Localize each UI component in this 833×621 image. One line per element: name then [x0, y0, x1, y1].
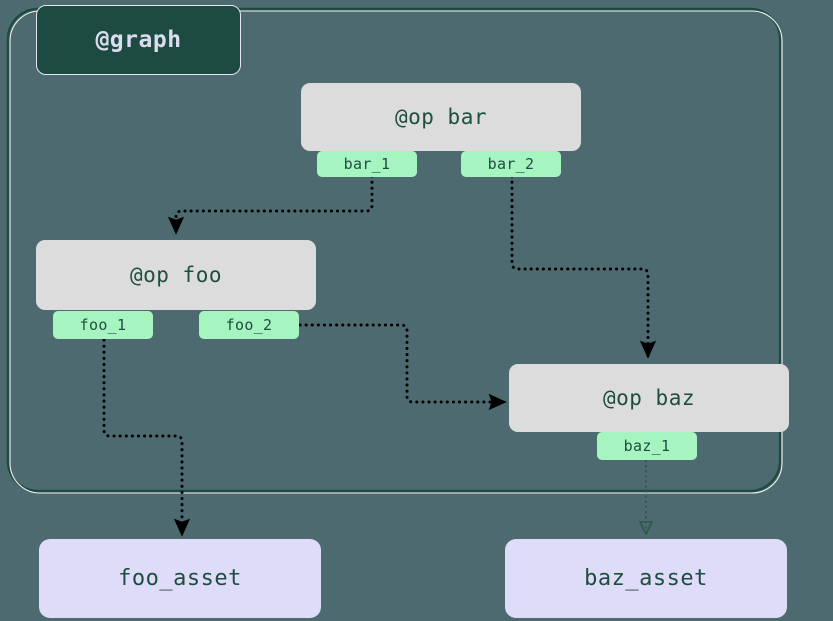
op-node-foo[interactable]: @op foo [36, 240, 316, 310]
port-foo-1-label: foo_1 [79, 316, 127, 334]
port-baz-1[interactable]: baz_1 [597, 432, 697, 460]
port-baz-1-label: baz_1 [623, 437, 671, 455]
port-foo-2-label: foo_2 [225, 316, 273, 334]
op-node-bar[interactable]: @op bar [301, 83, 581, 151]
port-bar-1-label: bar_1 [343, 155, 391, 173]
edge-foo1-to-foo-asset [102, 338, 191, 537]
op-node-baz[interactable]: @op baz [509, 364, 789, 432]
port-bar-2-label: bar_2 [487, 155, 535, 173]
port-bar-1[interactable]: bar_1 [317, 151, 417, 177]
edge-foo2-to-baz [298, 323, 507, 411]
graph-label-text: @graph [95, 27, 182, 53]
port-bar-2[interactable]: bar_2 [461, 151, 561, 177]
op-node-bar-label: @op bar [394, 105, 487, 129]
asset-node-foo-asset[interactable]: foo_asset [39, 539, 321, 618]
edge-bar1-to-foo [167, 174, 374, 235]
asset-node-baz-asset[interactable]: baz_asset [505, 539, 787, 618]
op-node-baz-label: @op baz [602, 386, 695, 410]
asset-node-foo-asset-label: foo_asset [118, 566, 242, 591]
port-foo-2[interactable]: foo_2 [199, 311, 299, 339]
op-node-foo-label: @op foo [129, 263, 222, 287]
port-foo-1[interactable]: foo_1 [53, 311, 153, 339]
asset-node-baz-asset-label: baz_asset [584, 566, 708, 591]
edge-bar2-to-baz [510, 174, 657, 359]
graph-label-chip[interactable]: @graph [36, 5, 241, 75]
